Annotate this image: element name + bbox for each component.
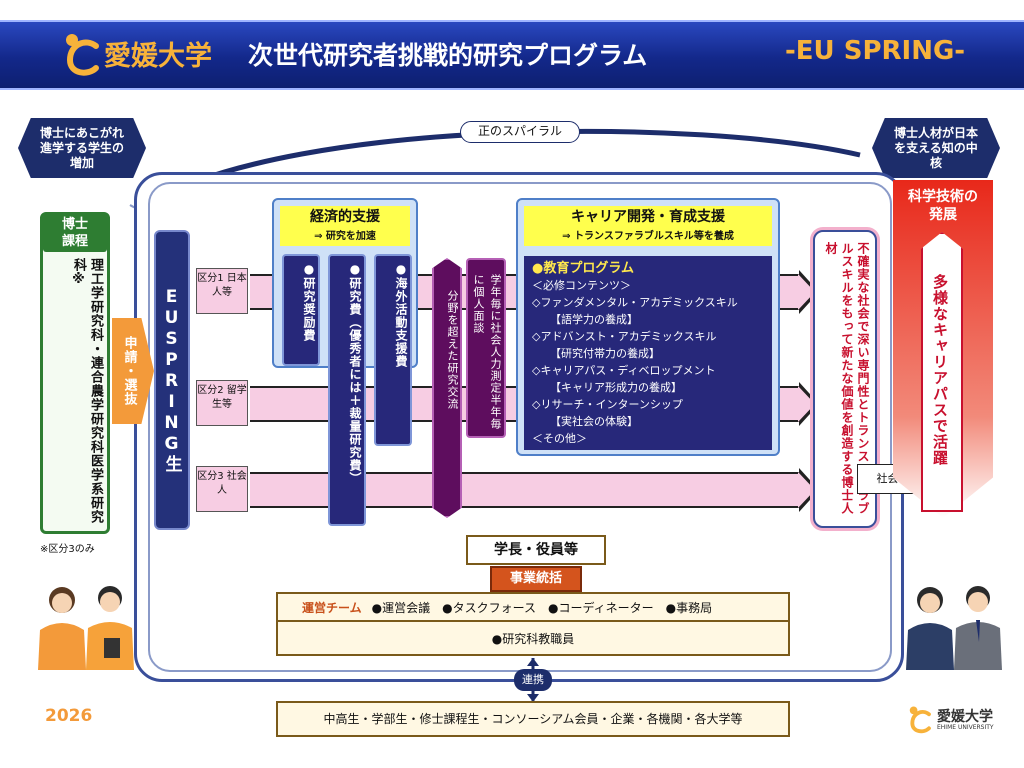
assessment-text: 学年毎に社会人力測定半年毎に個人面談 [472,274,502,430]
doctoral-title-text: 博士課程 [61,217,88,249]
doctoral-note: ※区分3のみ [40,544,95,555]
partners-box: 中高生・学部生・修士課程生・コンソーシアム会員・企業・各機関・各大学等 [276,701,790,737]
cross-field-exchange-text: 分野を超えた研究交流 [446,290,459,410]
doctoral-course-body: 理工学研究科・連合農学研究科医学系研究科※ [71,258,103,524]
top-left-text: 博士にあこがれ進学する学生の増加 [40,125,125,170]
required-contents-label: ＜必修コンテンツ＞ [532,279,631,292]
cross-field-exchange-column: 分野を超えた研究交流 [432,258,462,518]
career-development-subtitle: ⇒ トランスファラブルスキル等を養成 [562,231,734,242]
university-logo-icon [66,34,99,76]
professionals-illustration-icon [906,586,1002,670]
eu-spring-students: EUSPRING生 [154,230,190,530]
research-fund-text: ●研究費（優秀者には＋裁量研究費） [348,262,362,485]
footer-logo-icon [909,706,931,734]
education-program-item: 【研究付帯力の養成】 [550,347,660,360]
category-1: 区分1 日本人等 [196,268,248,314]
operation-team-row: 運営チーム ●運営会議 ●タスクフォース ●コーディネーター ●事務局 [278,594,788,622]
spiral-label: 正のスパイラル [460,121,580,143]
doctoral-course-title: 博士課程 [43,214,107,252]
career-path-box: 多様なキャリアパスで活躍 [921,232,963,512]
outcome-text: 不確実な社会で深い専門性とトランスファラブルスキルをもって新たな価値を創造する博… [824,242,870,515]
education-program-title: ●教育プログラム [532,261,634,276]
president-box: 学長・役員等 [466,535,606,565]
students-illustration-icon [38,586,134,670]
research-incentive-column: ●研究奨励費 [282,254,320,366]
top-left-hexagon: 博士にあこがれ進学する学生の増加 [18,118,146,178]
career-development-header: キャリア開発・育成支援 ⇒ トランスファラブルスキル等を養成 [524,206,772,246]
doctoral-course-box [40,212,110,534]
research-incentive-text: ●研究奨励費 [302,262,316,342]
science-development-title: 科学技術の発展 [893,188,993,224]
education-program-item: ◇ファンダメンタル・アカデミックスキル [532,296,738,309]
education-program-item: ◇リサーチ・インターンシップ [532,398,683,411]
economic-support-header: 経済的支援 ⇒ 研究を加速 [280,206,410,246]
eu-spring-label: EUSPRING生 [161,287,182,473]
footer-logo-english: EHIME UNIVERSITY [937,724,994,731]
link-label: 連携 [514,669,552,691]
top-right-text: 博士人材が日本を支える知の中核 [894,125,979,170]
faculty-row: ●研究科教職員 [491,632,575,646]
program-subtitle: -EU SPRING- [785,36,966,66]
program-title: 次世代研究者挑戦的研究プログラム [248,41,648,70]
education-program-list: ◇ファンダメンタル・アカデミックスキル【語学力の養成】 ◇アドバンスト・アカデミッ… [532,294,764,430]
science-title-text: 科学技術の発展 [908,189,978,223]
title-banner [0,20,1024,90]
operation-team-label: 運営チーム [302,601,362,615]
year-label: 2026 [45,706,93,726]
top-right-hexagon: 博士人材が日本を支える知の中核 [872,118,1000,178]
research-fund-column: ●研究費（優秀者には＋裁量研究費） [328,254,366,526]
overseas-support-column: ●海外活動支援費 [374,254,412,446]
footer-logo: 愛媛大学 EHIME UNIVERSITY [905,702,1015,738]
education-program-box: ●教育プログラム ＜必修コンテンツ＞ ◇ファンダメンタル・アカデミックスキル【語… [524,256,772,450]
category-3: 区分3 社会人 [196,466,248,512]
assessment-column: 学年毎に社会人力測定半年毎に個人面談 [466,258,506,438]
outcome-box: 不確実な社会で深い専門性とトランスファラブルスキルをもって新たな価値を創造する博… [813,230,877,528]
education-program-item: ◇キャリアパス・ディベロップメント [532,364,716,377]
footer-logo-name: 愛媛大学 [937,709,993,725]
operation-team-box [276,592,790,656]
university-name: 愛媛大学 [104,41,212,72]
application-label: 申請・選抜 [121,336,137,406]
economic-support-title: 経済的支援 [310,209,380,225]
education-program-item: 【語学力の養成】 [550,313,638,326]
education-program-item: 【キャリア形成力の養成】 [550,381,682,394]
operation-team-members: ●運営会議 ●タスクフォース ●コーディネーター ●事務局 [371,601,713,615]
education-program-item: 【実社会の体験】 [550,415,638,428]
career-development-title: キャリア開発・育成支援 [571,209,725,225]
other-contents-label: ＜その他＞ [532,432,587,445]
career-path-text: 多様なキャリアパスで活躍 [931,274,949,466]
category-2: 区分2 留学生等 [196,380,248,426]
economic-support-subtitle: ⇒ 研究を加速 [314,231,376,242]
business-management-box: 事業統括 [490,566,582,592]
overseas-support-text: ●海外活動支援費 [394,262,408,368]
education-program-item: ◇アドバンスト・アカデミックスキル [532,330,717,343]
